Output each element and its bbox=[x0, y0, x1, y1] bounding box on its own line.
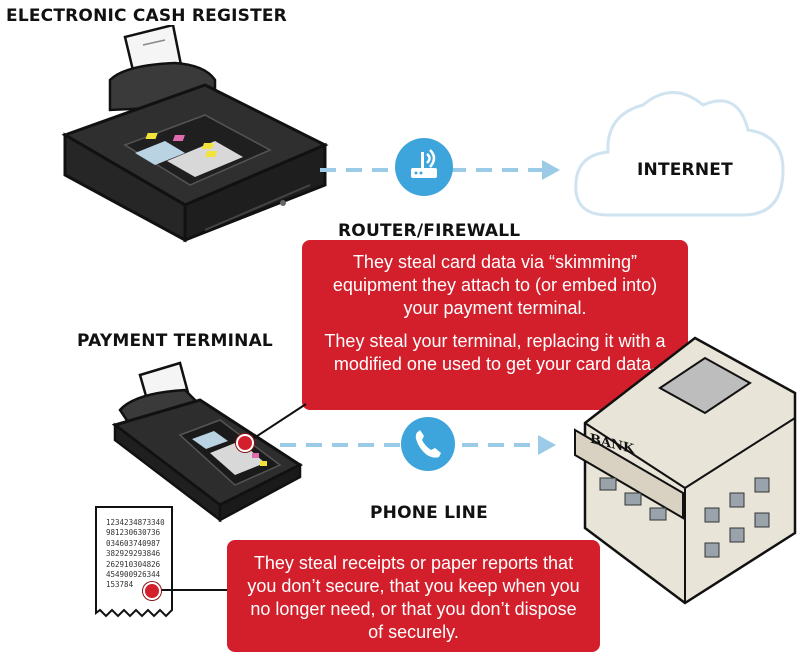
payment-terminal-label: PAYMENT TERMINAL bbox=[77, 331, 273, 351]
wifi-router-icon bbox=[395, 138, 453, 196]
receipt-number: 262910304826 bbox=[106, 559, 161, 569]
terminal-threat-replacement: They steal your terminal, replacing it w… bbox=[324, 331, 666, 374]
bank-building-icon bbox=[574, 336, 797, 605]
phone-line-label: PHONE LINE bbox=[370, 503, 488, 523]
receipt-threat-text: They steal receipts or paper reports tha… bbox=[247, 553, 580, 642]
phone-handset-icon bbox=[401, 417, 455, 471]
cash-register-label: ELECTRONIC CASH REGISTER bbox=[6, 6, 287, 26]
receipt-number: 153784 bbox=[106, 580, 134, 590]
receipt-number: 454900926344 bbox=[106, 570, 161, 580]
receipt-threat-callout: They steal receipts or paper reports tha… bbox=[227, 540, 600, 652]
receipt-number: 382929293846 bbox=[106, 549, 161, 559]
cloud-icon bbox=[574, 91, 785, 217]
terminal-threat-callout: They steal card data via “skimming” equi… bbox=[302, 240, 688, 410]
receipt-number: 034603740987 bbox=[106, 538, 161, 548]
keypad bbox=[145, 133, 243, 177]
cash-register-illustration bbox=[61, 25, 329, 243]
receipt-number: 981230630736 bbox=[106, 528, 161, 538]
receipt-number: 1234234873340 bbox=[106, 518, 165, 527]
internet-label: INTERNET bbox=[637, 160, 733, 180]
terminal-hotspot-marker bbox=[236, 434, 254, 452]
receipt-callout-pointer bbox=[154, 589, 228, 591]
terminal-threat-skimming: They steal card data via “skimming” equi… bbox=[332, 252, 658, 318]
receipt-number-list: 1234234873340 981230630736 034603740987 … bbox=[106, 518, 165, 591]
receipt-hotspot-marker bbox=[143, 582, 161, 600]
bank-windows bbox=[599, 477, 770, 558]
router-firewall-label: ROUTER/FIREWALL bbox=[338, 221, 521, 241]
payment-terminal-illustration bbox=[111, 361, 304, 523]
terminal-callout-pointer bbox=[247, 403, 307, 443]
